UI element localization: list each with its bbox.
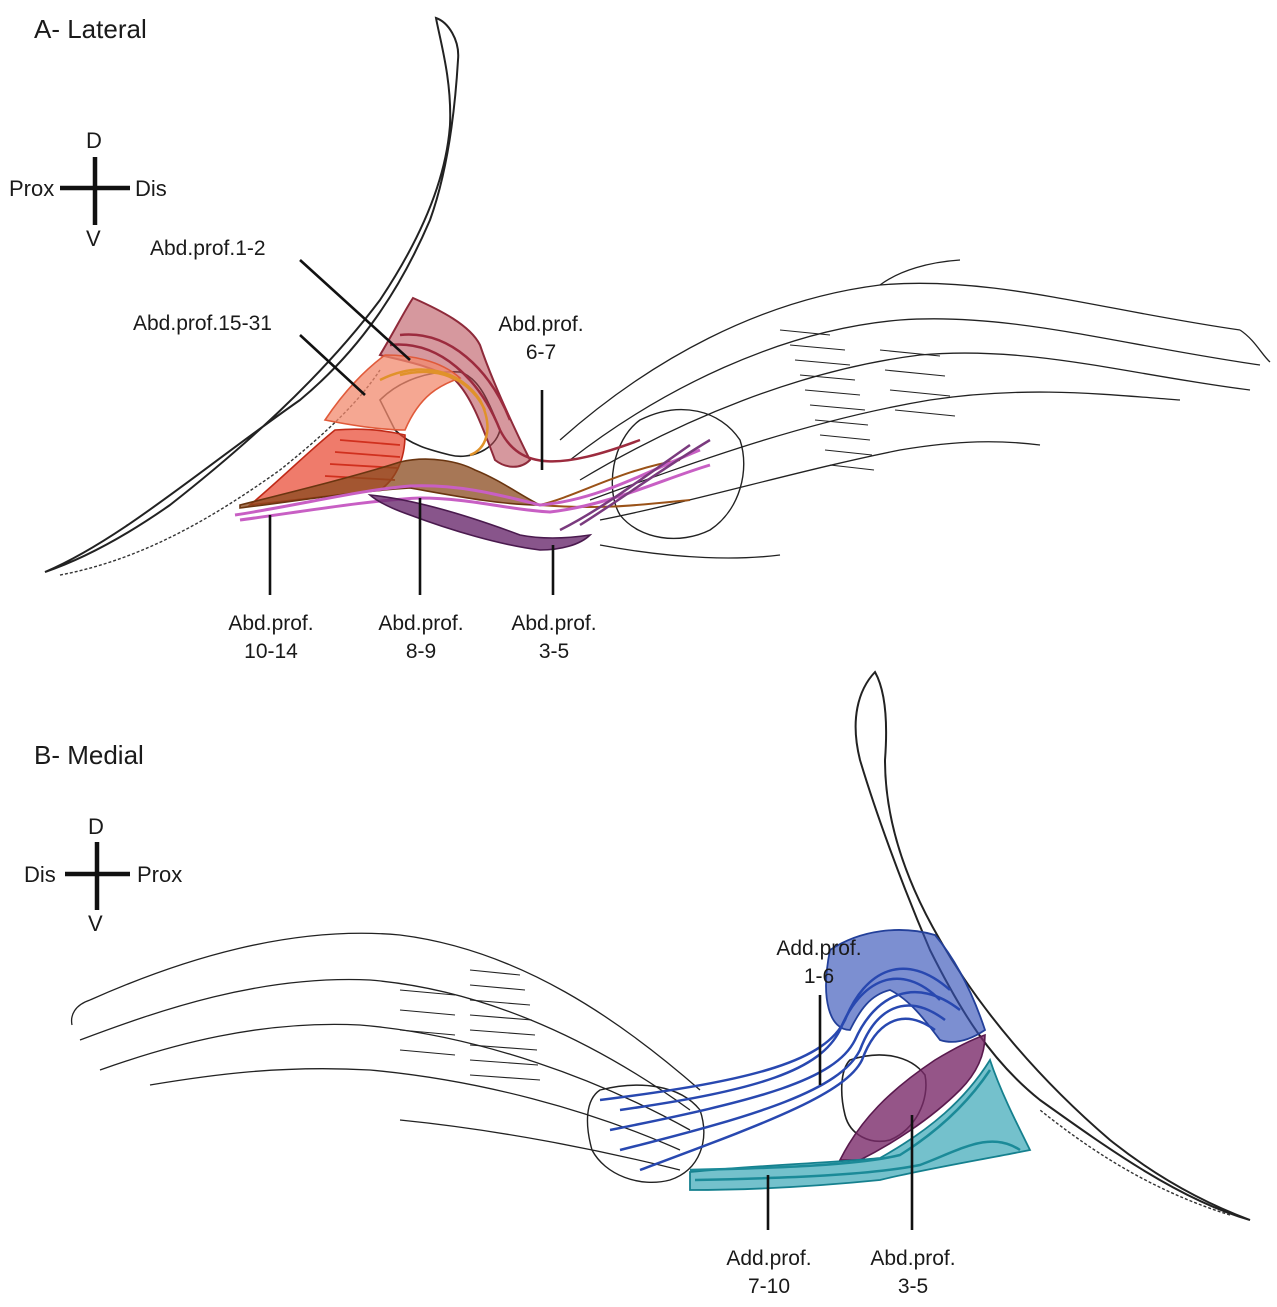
label-abd-prof-10-14-line1: Abd.prof. [216,610,326,638]
label-abd-prof-3-5-a-line2: 3-5 [499,638,609,666]
fin-rays-b [72,933,700,1170]
compass-b-right: Prox [137,862,182,888]
panel-b-title: B- Medial [34,740,144,771]
label-abd-prof-6-7: Abd.prof. 6-7 [486,311,596,367]
radial-bones-a [612,410,743,539]
label-abd-prof-3-5-b-line2: 3-5 [858,1273,968,1301]
compass-a-ventral: V [86,226,101,252]
compass-b-dorsal: D [88,814,104,840]
label-add-prof-7-10-line1: Add.prof. [714,1245,824,1273]
compass-b-cross [65,842,130,910]
label-add-prof-7-10-line2: 7-10 [714,1273,824,1301]
label-abd-prof-3-5-a-line1: Abd.prof. [499,610,609,638]
label-abd-prof-6-7-line1: Abd.prof. [486,311,596,339]
tendons-abd-prof-3-5-a [560,440,710,530]
compass-a-left: Prox [9,176,54,202]
label-abd-prof-6-7-line2: 6-7 [486,339,596,367]
label-add-prof-7-10: Add.prof. 7-10 [714,1245,824,1301]
fin-rays-a [560,260,1270,558]
label-add-prof-1-6-line1: Add.prof. [764,935,874,963]
label-abd-prof-3-5-b-line1: Abd.prof. [858,1245,968,1273]
compass-a-right: Dis [135,176,167,202]
label-add-prof-1-6: Add.prof. 1-6 [764,935,874,991]
panel-a-title: A- Lateral [34,14,147,45]
label-abd-prof-3-5-b: Abd.prof. 3-5 [858,1245,968,1301]
label-abd-prof-10-14: Abd.prof. 10-14 [216,610,326,666]
compass-b-left: Dis [24,862,56,888]
compass-b-ventral: V [88,911,103,937]
label-abd-prof-3-5-a: Abd.prof. 3-5 [499,610,609,666]
label-abd-prof-8-9-line1: Abd.prof. [366,610,476,638]
label-abd-prof-15-31: Abd.prof.15-31 [133,310,272,338]
label-abd-prof-8-9: Abd.prof. 8-9 [366,610,476,666]
muscle-add-prof-7-10 [690,1060,1030,1190]
panel-a-drawing [45,18,1270,575]
label-abd-prof-1-2: Abd.prof.1-2 [150,235,266,263]
label-add-prof-1-6-line2: 1-6 [764,963,874,991]
compass-a-dorsal: D [86,128,102,154]
panel-b-drawing [72,672,1250,1220]
muscle-abd-prof-15-31 [325,355,460,430]
label-abd-prof-10-14-line2: 10-14 [216,638,326,666]
label-abd-prof-8-9-line2: 8-9 [366,638,476,666]
compass-a-cross [60,157,130,225]
